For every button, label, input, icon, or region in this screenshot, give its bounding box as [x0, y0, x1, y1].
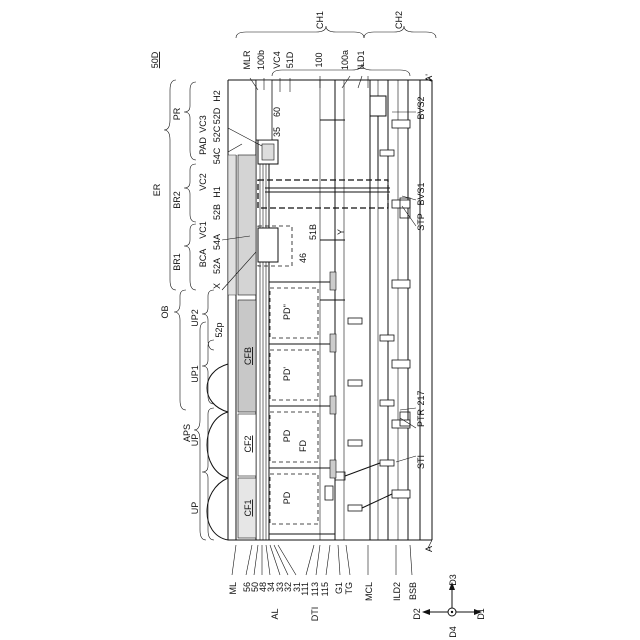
label-a-prime: A' [424, 74, 434, 82]
label-52a: 52A [212, 258, 222, 274]
label-mcl: MCL [364, 582, 374, 601]
label-ml: ML [228, 582, 238, 595]
label-ild2: ILD2 [392, 582, 402, 601]
label-up-2: UP [190, 434, 200, 447]
microlens-array [207, 364, 228, 540]
label-115: 115 [320, 582, 330, 596]
label-cf1: CF1 [243, 499, 253, 516]
label-54a: 54A [212, 234, 222, 250]
label-217: 217 [416, 390, 426, 405]
label-46: 46 [298, 253, 308, 263]
label-br2: BR2 [172, 191, 182, 209]
label-br1: BR1 [172, 253, 182, 271]
axis-label-d1: D1 [476, 608, 486, 620]
label-fd: FD [298, 440, 308, 452]
label-y: Y [336, 229, 346, 235]
label-pd-2: PD [282, 429, 292, 442]
axis-label-d2: D2 [412, 608, 422, 620]
label-up1: UP1 [190, 365, 200, 383]
label-h2: H2 [212, 90, 222, 102]
label-ch1: CH1 [315, 11, 325, 29]
label-pad: PAD [198, 137, 208, 155]
label-bsb: BSB [408, 582, 418, 600]
label-vc4: VC4 [272, 51, 282, 69]
label-54c: 54C [212, 147, 222, 164]
label-up-1: UP [190, 502, 200, 515]
label-tg: TG [344, 582, 354, 595]
label-al: AL [270, 608, 280, 619]
label-x: X [212, 283, 222, 289]
label-pd-prime: PD' [282, 367, 292, 382]
label-up2: UP2 [190, 309, 200, 327]
label-sti: STI [416, 455, 426, 469]
label-mlr: MLR [242, 50, 252, 70]
label-100: 100 [314, 52, 324, 67]
label-52b: 52B [212, 204, 222, 220]
label-h1: H1 [212, 186, 222, 198]
label-51b: 51B [308, 224, 318, 240]
label-113: 113 [310, 582, 320, 596]
label-pd-double-prime: PD'' [282, 304, 292, 320]
label-bca: BCA [198, 249, 208, 268]
color-filter-layer [228, 155, 256, 538]
label-52c: 52C [212, 125, 222, 142]
label-vc2: VC2 [198, 173, 208, 191]
label-pd-1: PD [282, 491, 292, 504]
label-60: 60 [272, 107, 282, 117]
label-52d: 52D [212, 107, 222, 124]
axis-indicator [422, 582, 482, 616]
label-vc3: VC3 [198, 115, 208, 133]
label-35: 35 [272, 127, 282, 137]
label-100a: 100a [340, 50, 350, 70]
label-ch2: CH2 [394, 11, 404, 29]
label-52p: 52p [214, 322, 224, 337]
label-ob: OB [160, 305, 170, 318]
label-g1: G1 [334, 582, 344, 594]
axis-label-d4: D4 [448, 626, 458, 638]
label-ptr: PTR [416, 408, 426, 427]
figure-label: 50D [150, 51, 160, 68]
axis-label-d3: D3 [448, 574, 458, 586]
label-111: 111 [300, 582, 310, 596]
label-bvs1: BVS1 [416, 182, 426, 205]
interconnect-layer [320, 120, 410, 511]
label-dti: DTI [310, 607, 320, 622]
label-ild1: ILD1 [356, 50, 366, 69]
label-pr: PR [172, 107, 182, 120]
label-bvs2: BVS2 [416, 96, 426, 119]
label-stp: STP [416, 213, 426, 231]
label-51d: 51D [285, 51, 295, 68]
label-a: A [424, 546, 434, 552]
label-100b: 100b [256, 50, 266, 70]
label-cfb: CFB [243, 347, 253, 365]
label-vc1: VC1 [198, 221, 208, 239]
label-cf2: CF2 [243, 435, 253, 452]
label-er: ER [152, 183, 162, 196]
